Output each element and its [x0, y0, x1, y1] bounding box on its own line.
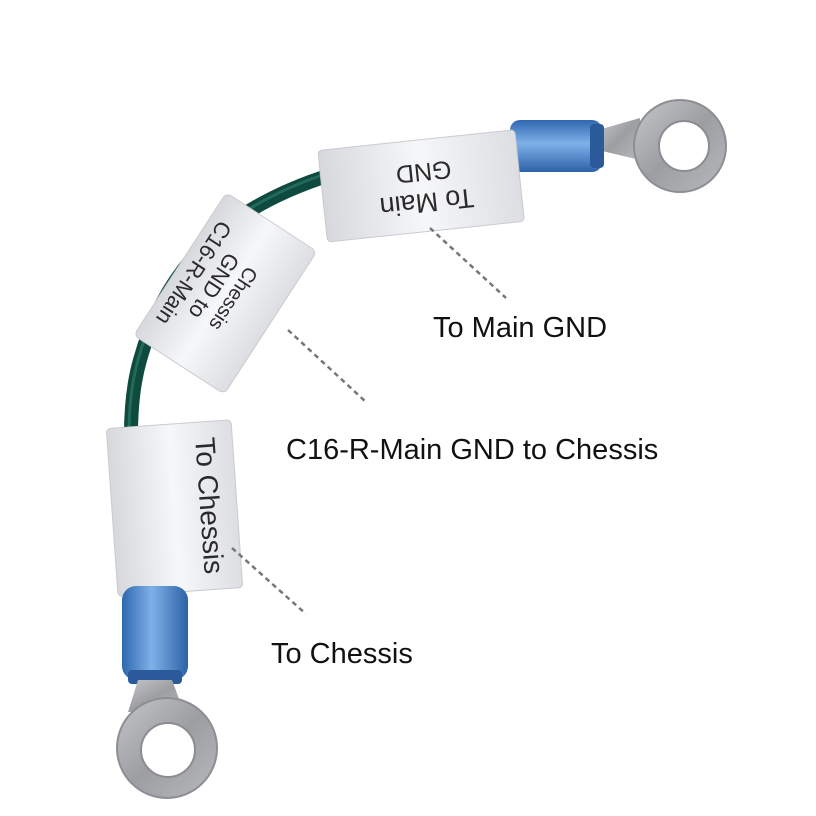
bottom-label-sleeve: To Chessis	[106, 419, 243, 597]
leader-line-main-gnd	[429, 227, 507, 299]
middle-label-sleeve: C16-R-Main GND to Chessis	[135, 194, 316, 393]
top-label-sleeve: To Main GND	[317, 129, 525, 243]
callout-cable-name: C16-R-Main GND to Chessis	[286, 434, 659, 466]
top-sleeve-line2: GND	[395, 155, 453, 189]
leader-line-cable-name	[287, 329, 367, 403]
callout-to-chassis: To Chessis	[271, 638, 413, 670]
top-blue-insulator	[510, 120, 604, 172]
leader-line-chassis	[231, 547, 307, 615]
top-ring-lug	[598, 99, 727, 193]
callout-to-main-gnd: To Main GND	[433, 312, 608, 344]
bottom-ring-lug	[116, 680, 218, 799]
bottom-blue-insulator	[122, 586, 188, 684]
